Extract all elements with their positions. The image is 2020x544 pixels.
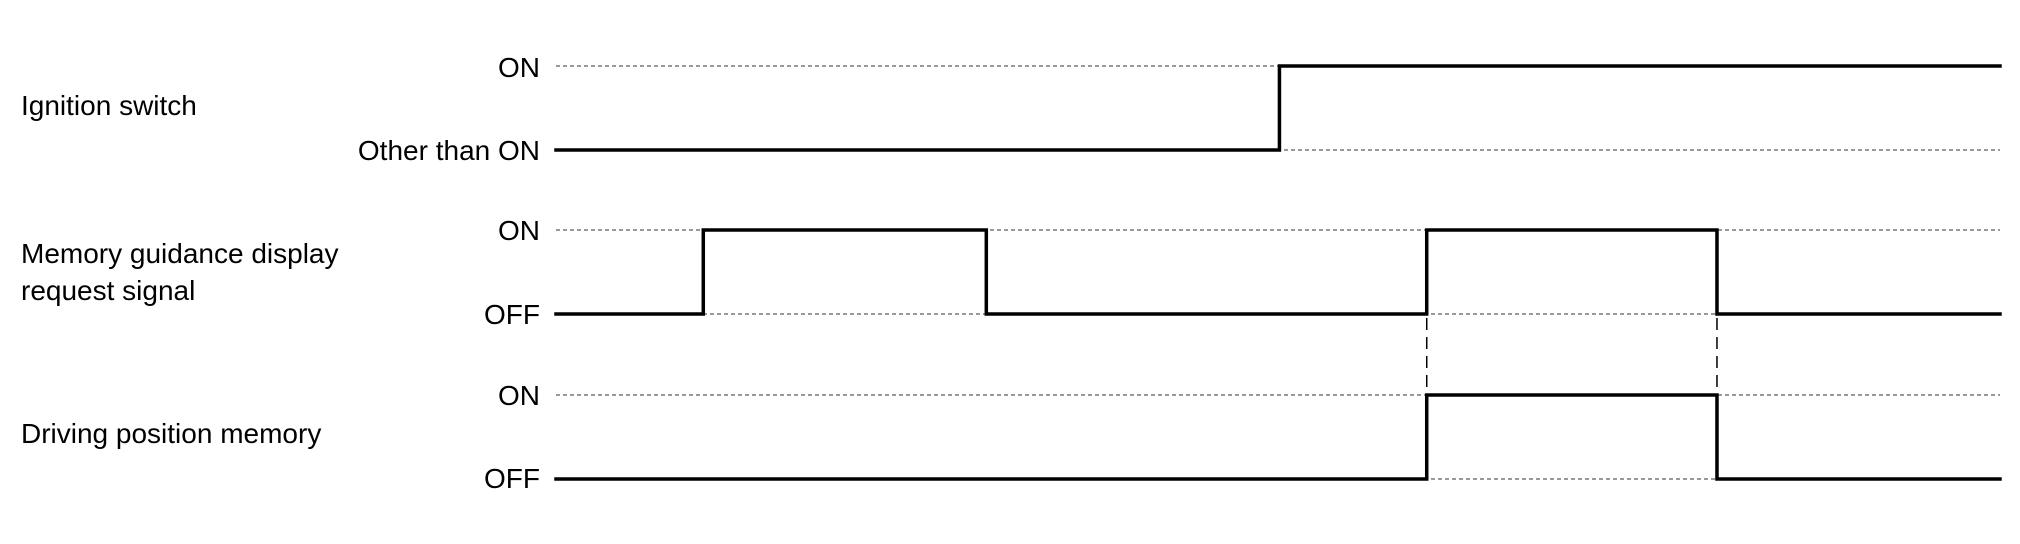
waveform-memory-guidance <box>554 228 2002 316</box>
signal-label-driving-position-memory: Driving position memory <box>21 415 321 452</box>
state-label-ignition-on: ON <box>498 52 540 83</box>
state-label-guidance-off: OFF <box>484 299 540 330</box>
signal-label-memory-guidance: Memory guidance display request signal <box>21 235 339 309</box>
waveform-ignition <box>554 64 2002 152</box>
signal-label-line: Driving position memory <box>21 418 322 449</box>
signal-label-line: Ignition switch <box>21 90 197 121</box>
signal-label-line: request signal <box>21 275 196 306</box>
state-label-driving-on: ON <box>498 380 540 411</box>
state-label-ignition-other: Other than ON <box>357 135 540 166</box>
waveform-driving-position <box>554 393 2002 481</box>
state-label-driving-off: OFF <box>484 463 540 494</box>
signal-label-line: Memory guidance display <box>21 238 339 269</box>
state-label-guidance-on: ON <box>498 215 540 246</box>
signal-label-ignition-switch: Ignition switch <box>21 87 197 124</box>
